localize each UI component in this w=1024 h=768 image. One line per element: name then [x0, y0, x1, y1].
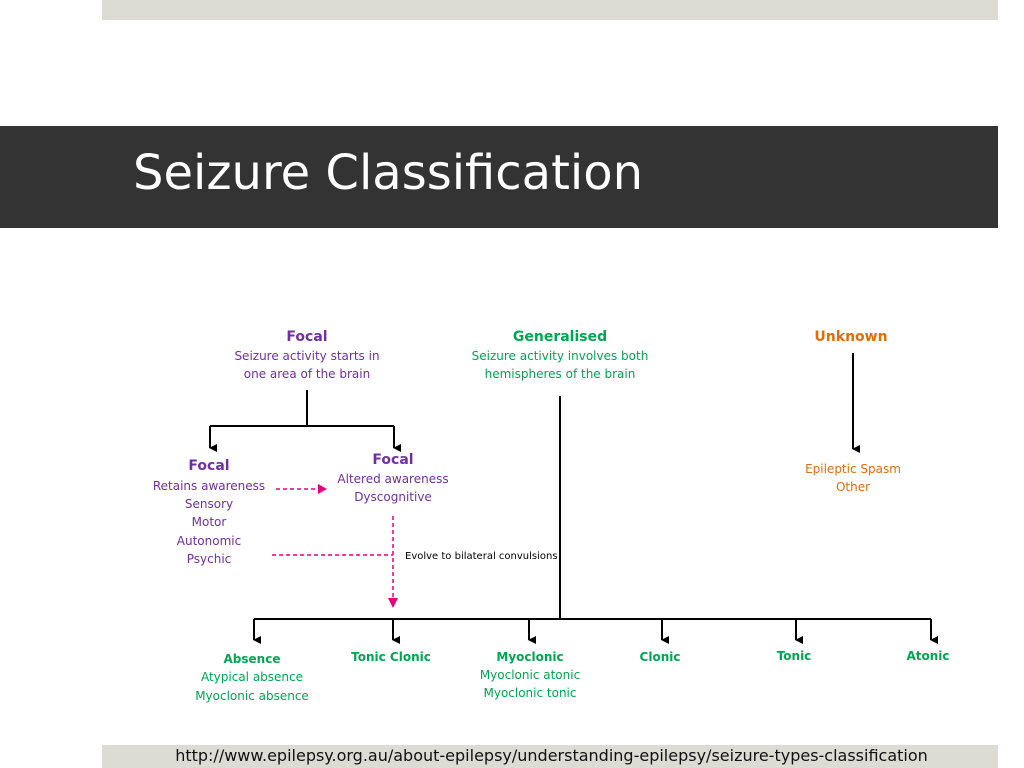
footer-bar	[102, 745, 998, 768]
myoclonic-subtype: Myoclonic tonic	[483, 686, 576, 700]
absence-subtype: Atypical absence	[201, 670, 303, 684]
myoclonic-subtype: Myoclonic atonic	[480, 668, 580, 682]
absence-heading: Absence	[224, 652, 281, 666]
tonic-heading: Tonic	[777, 649, 812, 663]
top-accent-bar	[102, 0, 998, 20]
unknown-heading: Unknown	[814, 329, 887, 345]
focal-impaired-heading: Focal	[372, 452, 413, 468]
focal-impaired-item: Dyscognitive	[354, 490, 432, 504]
focal-aware-item: Autonomic	[177, 534, 241, 548]
focal-desc-line1: Seizure activity starts in	[234, 349, 379, 363]
evolve-arrowhead	[318, 484, 327, 494]
evolve-down-arrowhead	[388, 598, 398, 608]
unknown-item: Epileptic Spasm	[805, 462, 901, 476]
generalised-desc-line2: hemispheres of the brain	[485, 367, 636, 381]
evolve-label: Evolve to bilateral convulsions	[405, 551, 558, 562]
slide-title: Seizure Classification	[133, 145, 644, 201]
myoclonic-heading: Myoclonic	[496, 650, 563, 664]
focal-aware-heading: Focal	[188, 458, 229, 474]
focal-aware-item: Motor	[192, 515, 227, 529]
clonic-heading: Clonic	[640, 650, 681, 664]
generalised-heading: Generalised	[513, 329, 607, 345]
tonic-clonic-heading: Tonic Clonic	[351, 650, 431, 664]
focal-desc-line2: one area of the brain	[244, 367, 370, 381]
unknown-item: Other	[836, 480, 870, 494]
source-url: http://www.epilepsy.org.au/about-epileps…	[175, 746, 928, 765]
atonic-heading: Atonic	[906, 649, 949, 663]
focal-aware-item: Sensory	[185, 497, 233, 511]
absence-subtype: Myoclonic absence	[195, 689, 309, 703]
focal-impaired-item: Altered awareness	[337, 472, 448, 486]
title-band	[0, 126, 998, 228]
focal-heading: Focal	[286, 329, 327, 345]
generalised-desc-line1: Seizure activity involves both	[472, 349, 649, 363]
focal-aware-item: Retains awareness	[153, 479, 265, 493]
focal-aware-item: Psychic	[187, 552, 232, 566]
